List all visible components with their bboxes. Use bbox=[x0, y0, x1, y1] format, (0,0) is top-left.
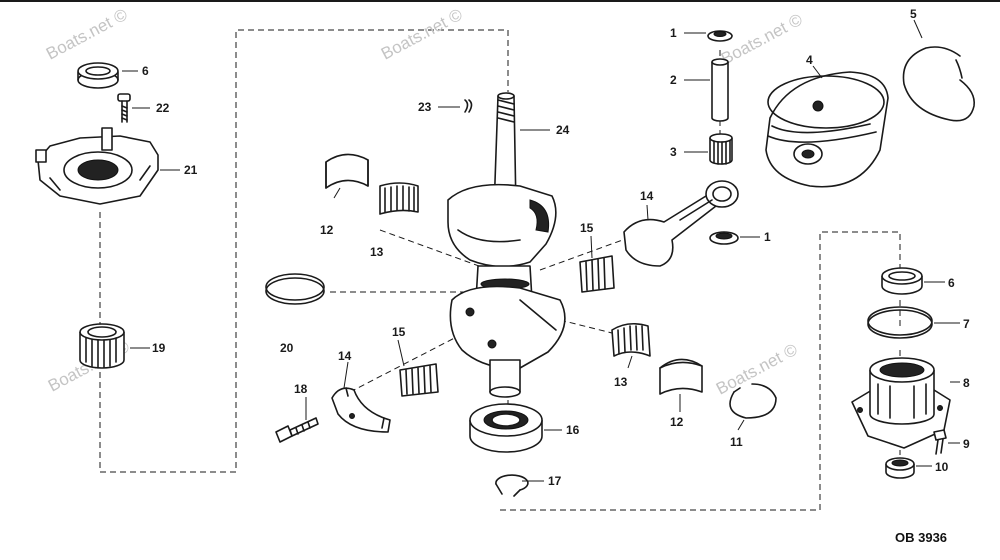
part-20-o-ring[interactable] bbox=[265, 273, 325, 305]
label-part-18: 18 bbox=[294, 382, 308, 396]
part-6-seal-right[interactable] bbox=[881, 267, 923, 295]
part-2-wrist-pin[interactable] bbox=[711, 58, 729, 122]
label-part-5: 5 bbox=[910, 7, 917, 21]
label-part-12-upper: 12 bbox=[320, 223, 334, 237]
part-14-connecting-rod[interactable] bbox=[623, 180, 739, 267]
part-16-ball-bearing[interactable] bbox=[469, 403, 543, 453]
part-1-seal-top[interactable] bbox=[707, 30, 733, 42]
label-part-17: 17 bbox=[548, 474, 562, 488]
label-part-10: 10 bbox=[935, 460, 949, 474]
label-part-16: 16 bbox=[566, 423, 580, 437]
label-part-3: 3 bbox=[670, 145, 677, 159]
part-1-seal-rod[interactable] bbox=[709, 231, 739, 245]
leader-lines bbox=[122, 19, 960, 482]
part-5-piston-ring[interactable] bbox=[902, 46, 976, 122]
label-part-9: 9 bbox=[963, 437, 970, 451]
label-part-6-right: 6 bbox=[948, 276, 955, 290]
label-part-8: 8 bbox=[963, 376, 970, 390]
watermarks: Boats.net © Boats.net © Boats.net © Boat… bbox=[43, 5, 806, 399]
part-7-o-ring[interactable] bbox=[867, 306, 933, 339]
part-6-seal-left[interactable] bbox=[77, 62, 119, 89]
label-part-1-top: 1 bbox=[670, 26, 677, 40]
label-part-13-upper: 13 bbox=[370, 245, 384, 259]
part-17-snap-ring[interactable] bbox=[495, 474, 529, 497]
part-4-piston[interactable] bbox=[765, 71, 889, 188]
watermark-2: Boats.net © bbox=[378, 5, 466, 64]
part-23-key[interactable] bbox=[464, 99, 473, 113]
part-9-screw[interactable] bbox=[933, 429, 947, 455]
part-8-bearing-housing[interactable] bbox=[851, 357, 951, 449]
label-part-19: 19 bbox=[152, 341, 166, 355]
watermark-3: Boats.net © bbox=[718, 10, 806, 69]
label-part-22: 22 bbox=[156, 101, 170, 115]
part-labels: 1 2 3 1 4 5 6 22 21 19 23 24 12 13 14 15… bbox=[142, 7, 970, 488]
part-18-rod-bolt[interactable] bbox=[275, 417, 319, 443]
part-19-roller-bearing[interactable] bbox=[79, 323, 125, 369]
part-21-retainer-plate[interactable] bbox=[35, 127, 159, 205]
label-part-7: 7 bbox=[963, 317, 970, 331]
label-part-12-lower: 12 bbox=[670, 415, 684, 429]
part-12-bearing-half-lower[interactable] bbox=[659, 358, 703, 395]
label-part-2: 2 bbox=[670, 73, 677, 87]
diagram-code: OB 3936 bbox=[895, 530, 947, 545]
part-13-needle-cage-lower[interactable] bbox=[611, 322, 651, 357]
label-part-20: 20 bbox=[280, 341, 294, 355]
watermark-5: Boats.net © bbox=[713, 340, 801, 399]
label-part-13-lower: 13 bbox=[614, 375, 628, 389]
part-10-seal[interactable] bbox=[885, 457, 915, 479]
label-part-6-left: 6 bbox=[142, 64, 149, 78]
part-15-needle-cage-upper[interactable] bbox=[579, 255, 615, 293]
part-14-rod-cap[interactable] bbox=[331, 387, 391, 433]
label-part-14-rod: 14 bbox=[640, 189, 654, 203]
part-11-retaining-ring[interactable] bbox=[729, 383, 777, 419]
label-part-23: 23 bbox=[418, 100, 432, 114]
label-part-14-cap: 14 bbox=[338, 349, 352, 363]
part-24-crankshaft[interactable] bbox=[447, 92, 566, 398]
part-3-wrist-pin-bearing[interactable] bbox=[709, 133, 733, 165]
part-15-needle-cage-lower[interactable] bbox=[399, 363, 439, 397]
label-part-15-lower: 15 bbox=[392, 325, 406, 339]
label-part-1-rod: 1 bbox=[764, 230, 771, 244]
part-13-needle-cage-upper[interactable] bbox=[379, 182, 419, 215]
label-part-4: 4 bbox=[806, 53, 813, 67]
label-part-15-upper: 15 bbox=[580, 221, 594, 235]
label-part-21: 21 bbox=[184, 163, 198, 177]
part-12-bearing-half-upper[interactable] bbox=[325, 153, 369, 189]
part-22-screw[interactable] bbox=[117, 93, 131, 123]
label-part-11: 11 bbox=[730, 435, 743, 449]
watermark-1: Boats.net © bbox=[43, 5, 131, 64]
label-part-24: 24 bbox=[556, 123, 570, 137]
